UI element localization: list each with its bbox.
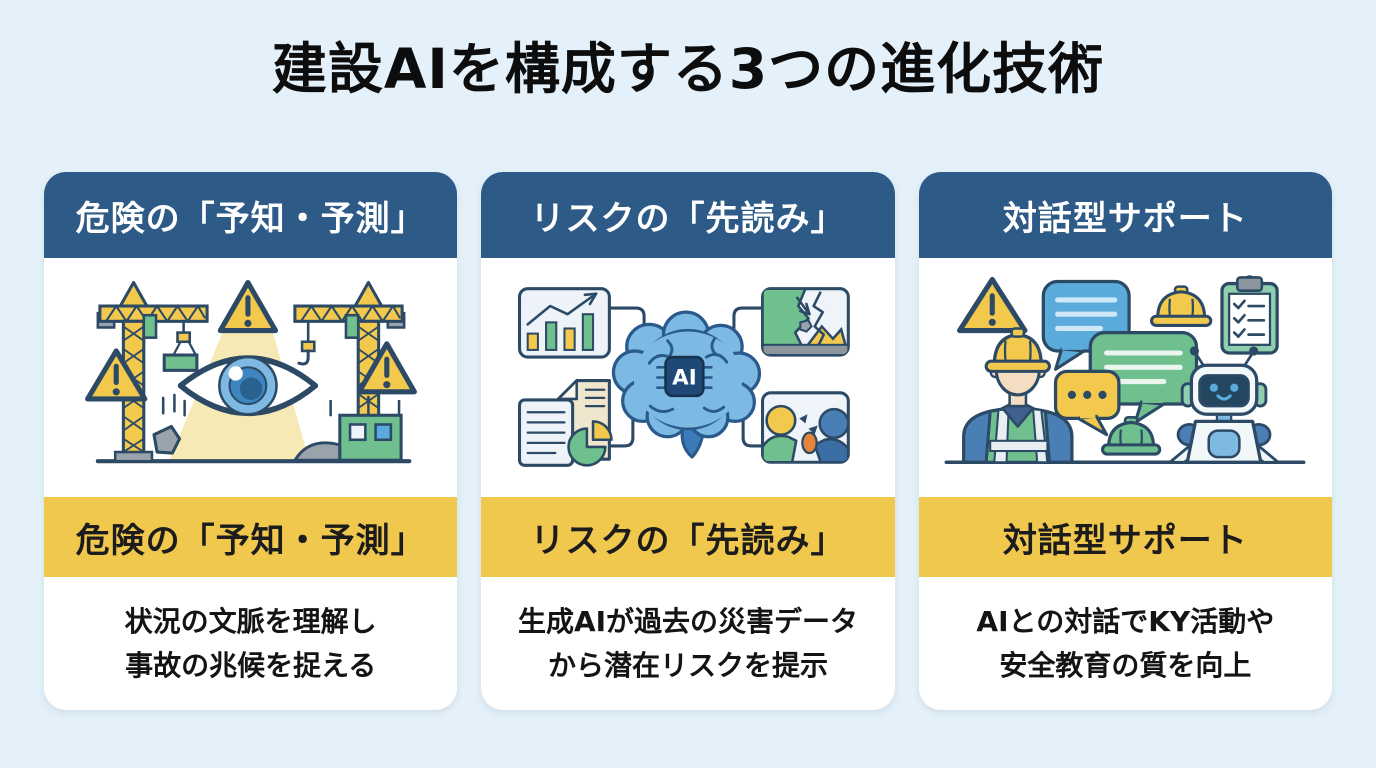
speech-bubble-icon [1054,369,1121,437]
card-band: 危険の「予知・予測」 [44,497,458,577]
description-line: から潜在リスクを提示 [547,648,828,682]
card-illustration [918,258,1332,497]
warning-triangle-icon [356,341,417,395]
description-line: 事故の兆候を捉える [125,648,377,682]
bar-chart-icon [517,287,611,359]
eye-icon [177,355,318,416]
falling-rock-icon [152,393,186,455]
clipboard-icon [1220,275,1280,355]
card-interactive-support: 対話型サポート [918,172,1332,710]
worker-icon [962,327,1074,464]
card-description: 生成AIが過去の災害データ から潜在リスクを提示 [481,577,894,710]
card-description: AIとの対話でKY活動や 安全教育の質を向上 [919,577,1332,710]
connector-lines [607,306,769,448]
card-header: リスクの「先読み」 [481,172,895,258]
crane-icon [96,281,209,463]
construction-site-eye-illustration [84,279,417,464]
warning-triangle-icon [84,348,148,402]
worker-robot-chat-illustration [944,275,1306,465]
hard-hat-icon [1101,416,1162,456]
card-illustration: AI [481,258,895,497]
conflict-image-icon [760,391,850,464]
ai-brain-icon: AI [611,310,762,459]
card-header: 危険の「予知・予測」 [44,172,458,258]
landslide-image-icon [760,287,850,357]
cards-row: 危険の「予知・予測」 [0,172,1376,710]
page-title: 建設AIを構成する3つの進化技術 [271,37,1105,101]
ai-brain-data-illustration: AI [517,287,850,467]
description-line: 安全教育の質を向上 [999,648,1252,682]
description-line: 状況の文脈を理解し [124,605,377,639]
ai-chip-label: AI [672,366,697,391]
card-description: 状況の文脈を理解し 事故の兆候を捉える [44,577,457,710]
description-line: 生成AIが過去の災害データ [517,605,859,639]
warning-triangle-icon [217,279,278,334]
card-band: リスクの「先読み」 [481,497,895,577]
robot-icon [1168,346,1280,464]
card-header: 対話型サポート [918,172,1332,258]
warning-triangle-icon [957,276,1028,334]
card-illustration [44,258,458,497]
hard-hat-icon [1150,285,1213,327]
description-line: AIとの対話でKY活動や [976,605,1275,639]
documents-pie-icon [517,379,613,467]
card-risk-forecast: リスクの「先読み」 [481,172,895,710]
card-danger-prediction: 危険の「予知・予測」 [44,172,458,710]
card-band: 対話型サポート [918,497,1332,577]
building-icon [293,395,403,462]
